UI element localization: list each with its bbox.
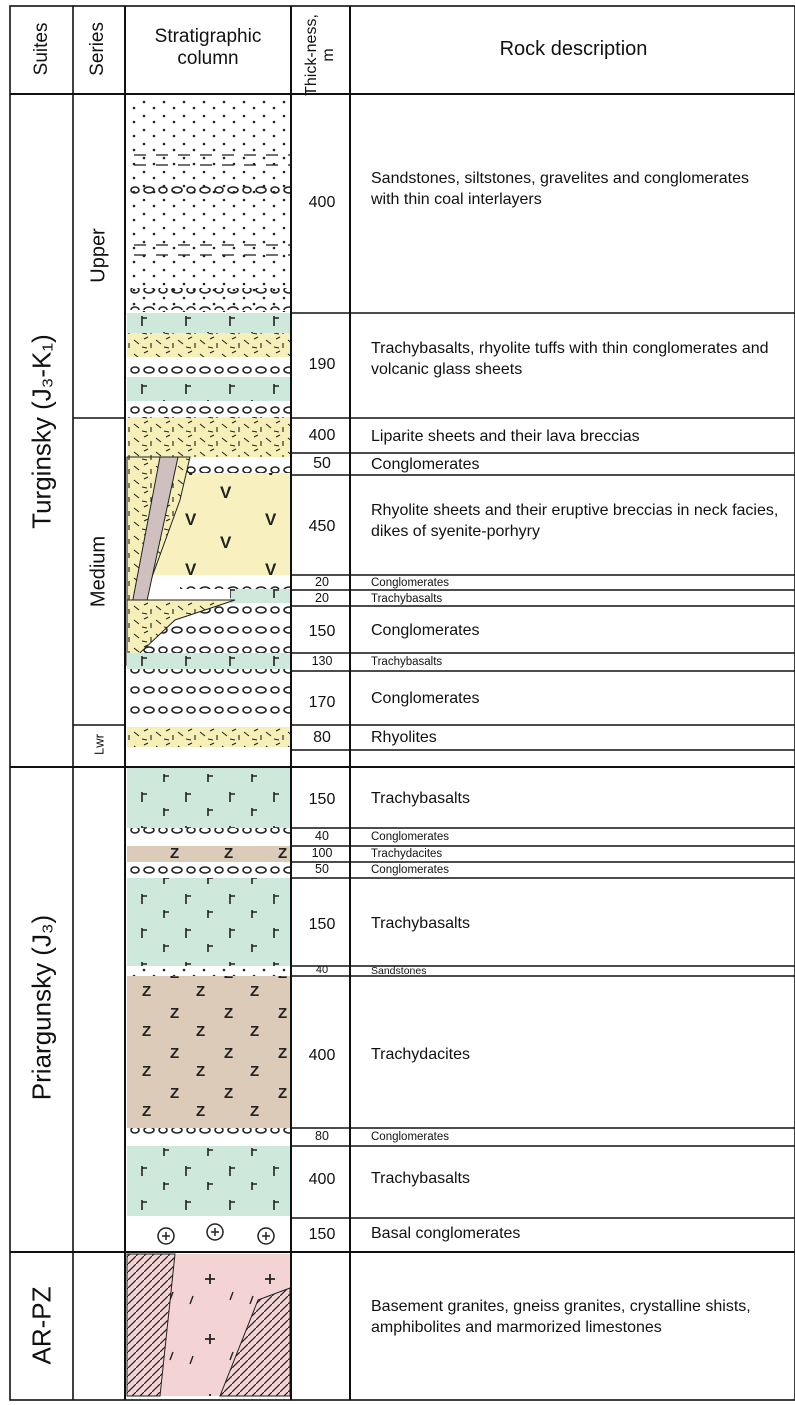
suite-turginsky: Turginsky (J₃-K₁) xyxy=(27,232,58,632)
description-20: Trachybasalts xyxy=(371,1168,470,1189)
layer-gravelite xyxy=(127,176,290,196)
layer-trachybasalt-130 xyxy=(127,653,290,669)
layer-conglomerate-50b xyxy=(127,862,290,878)
description-3: Liparite sheets and their lava breccias xyxy=(371,426,640,447)
layer-liparite xyxy=(127,417,290,457)
description-10: Conglomerates xyxy=(371,688,480,709)
series-medium: Medium xyxy=(88,522,111,622)
thickness-13: 40 xyxy=(296,829,348,843)
thickness-18: 400 xyxy=(296,1047,348,1065)
thickness-8: 150 xyxy=(296,623,348,641)
thickness-5: 450 xyxy=(296,518,348,536)
layer-rhyolites-80 xyxy=(127,727,290,747)
description-13: Conglomerates xyxy=(371,831,449,843)
header-series: Series xyxy=(87,9,109,89)
description-8: Conglomerates xyxy=(371,620,480,641)
layer-siltstone-2 xyxy=(127,236,290,264)
thickness-3: 400 xyxy=(296,427,348,445)
thickness-1: 400 xyxy=(296,194,348,212)
layer-conglomerate-80 xyxy=(127,1128,290,1146)
thickness-20: 400 xyxy=(296,1171,348,1189)
thickness-19: 80 xyxy=(296,1129,348,1143)
description-1: Sandstones, siltstones, gravelites and c… xyxy=(371,168,781,210)
layer-trachybasalt-20 xyxy=(230,589,290,603)
layer-trachydacite-400 xyxy=(127,976,290,1128)
layer-trachybasalt-150a xyxy=(127,768,290,828)
thickness-15: 50 xyxy=(296,862,348,876)
description-16: Trachybasalts xyxy=(371,913,470,934)
layer-sandstone-upper xyxy=(127,96,290,312)
description-2: Trachybasalts, rhyolite tuffs with thin … xyxy=(371,338,781,380)
header-suites: Suites xyxy=(31,11,53,87)
suite-priargunsky: Priargunsky (J₃) xyxy=(27,858,58,1158)
layer-trachybasalt-400 xyxy=(127,1146,290,1216)
layer-conglomerate-upper xyxy=(127,288,290,310)
layer-trachybasalt-b xyxy=(127,377,290,401)
layer-conglomerate-20 xyxy=(180,575,290,589)
thickness-9: 130 xyxy=(296,654,348,668)
description-4: Conglomerates xyxy=(371,454,480,475)
layer-conglomerate-170 xyxy=(127,669,290,725)
description-14: Trachydacites xyxy=(371,848,442,860)
layer-trachybasalt-150b xyxy=(127,878,290,966)
description-5: Rhyolite sheets and their eruptive brecc… xyxy=(371,500,786,542)
thickness-2: 190 xyxy=(296,356,348,374)
header-rock-description: Rock description xyxy=(352,38,795,61)
description-6: Conglomerates xyxy=(371,577,449,589)
thickness-7: 20 xyxy=(296,591,348,605)
thickness-14: 100 xyxy=(296,846,348,860)
thickness-16: 150 xyxy=(296,916,348,934)
layer-conglomerate-40 xyxy=(127,828,290,846)
layer-trachybasalt-a xyxy=(127,313,290,333)
layer-conglomerate-thin xyxy=(127,401,290,417)
thickness-10: 170 xyxy=(296,694,348,712)
layer-thin-conglomerate xyxy=(127,357,290,377)
suite-basement: AR-PZ xyxy=(27,1266,58,1386)
layer-sandstone-40 xyxy=(127,966,290,976)
layer-trachydacite-100 xyxy=(127,846,290,862)
description-11: Rhyolites xyxy=(371,727,437,748)
description-7: Trachybasalts xyxy=(371,593,442,605)
series-lower: Lwr xyxy=(92,725,107,765)
thickness-21: 150 xyxy=(296,1226,348,1244)
layer-rhyolite-tuff xyxy=(127,333,290,357)
series-upper: Upper xyxy=(88,206,111,306)
description-12: Trachybasalts xyxy=(371,788,470,809)
description-22: Basement granites, gneiss granites, crys… xyxy=(371,1296,791,1338)
description-17: Sandstones xyxy=(371,965,426,977)
description-21: Basal conglomerates xyxy=(371,1223,520,1244)
description-19: Conglomerates xyxy=(371,1131,449,1143)
description-18: Trachydacites xyxy=(371,1044,470,1065)
header-thickness: Thick-ness, m xyxy=(303,13,337,97)
layer-siltstone xyxy=(127,150,290,170)
thickness-4: 50 xyxy=(296,455,348,473)
description-15: Conglomerates xyxy=(371,864,449,876)
header-stratigraphic-column: Stratigraphic column xyxy=(130,26,286,70)
thickness-6: 20 xyxy=(296,575,348,589)
thickness-11: 80 xyxy=(296,729,348,747)
description-9: Trachybasalts xyxy=(371,656,442,668)
thickness-17: 40 xyxy=(296,964,348,976)
thickness-12: 150 xyxy=(296,791,348,809)
